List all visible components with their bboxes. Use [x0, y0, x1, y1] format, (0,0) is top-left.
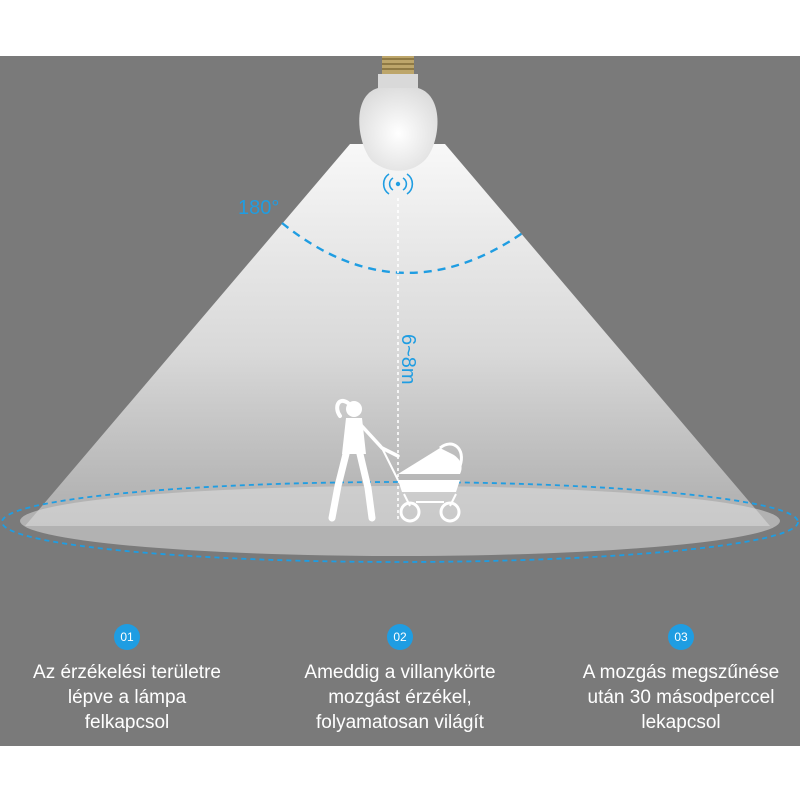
step-3: 03 A mozgás megszűnése után 30 másodperc… — [556, 624, 800, 735]
woman-with-stroller-icon — [328, 398, 463, 523]
wireless-signal-icon — [382, 173, 414, 195]
detection-area-ellipse — [1, 481, 799, 563]
step-2: 02 Ameddig a villanykörte mozgást érzéke… — [275, 624, 525, 735]
step-3-number-badge: 03 — [668, 624, 694, 650]
floor-glow — [20, 486, 780, 556]
light-bulb-icon — [359, 56, 438, 171]
detection-angle-arc — [281, 222, 525, 275]
illustration-panel: 180° 6~8m — [0, 56, 800, 746]
step-3-description: A mozgás megszűnése után 30 másodperccel… — [582, 662, 780, 733]
step-1-number-badge: 01 — [114, 624, 140, 650]
step-2-number-badge: 02 — [387, 624, 413, 650]
step-1-description: Az érzékelési területre lépve a lámpa fe… — [33, 662, 221, 733]
angle-label: 180° — [238, 197, 279, 219]
light-beam — [25, 144, 770, 526]
motion-sensor-diagram: 180° 6~8m — [1, 56, 799, 563]
step-2-description: Ameddig a villanykörte mozgást érzékel, … — [304, 662, 496, 733]
step-1: 01 Az érzékelési területre lépve a lámpa… — [2, 624, 252, 735]
distance-label: 6~8m — [397, 334, 419, 385]
